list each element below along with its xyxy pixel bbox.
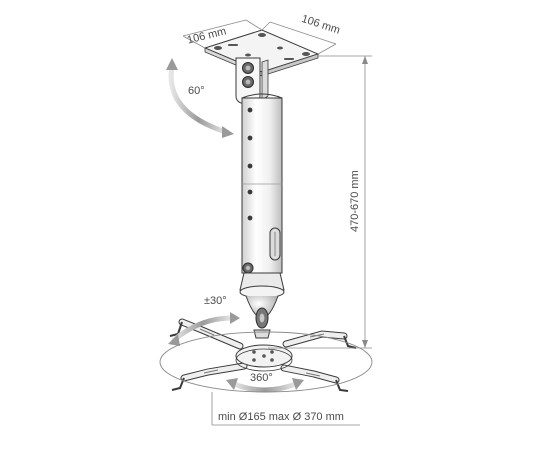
projector-bracket xyxy=(169,318,357,392)
top-bracket xyxy=(235,57,269,105)
swivel-arrow xyxy=(168,312,240,346)
width-label-right: 106 mm xyxy=(300,13,342,37)
tilt-label: 60° xyxy=(188,85,205,97)
diameter-label: min Ø165 max Ø 370 mm xyxy=(218,411,344,423)
dimension-lines xyxy=(182,19,372,426)
telescopic-tube xyxy=(241,93,283,288)
swivel-label: ±30° xyxy=(204,295,227,307)
height-label: 470-670 mm xyxy=(349,170,361,232)
diameter-ellipse xyxy=(159,331,373,393)
ceiling-plate xyxy=(203,29,320,77)
tilt-arrow xyxy=(166,58,234,138)
rotation-arrow xyxy=(226,378,304,393)
ball-joint xyxy=(239,272,285,339)
rotation-label: 360° xyxy=(250,372,273,384)
